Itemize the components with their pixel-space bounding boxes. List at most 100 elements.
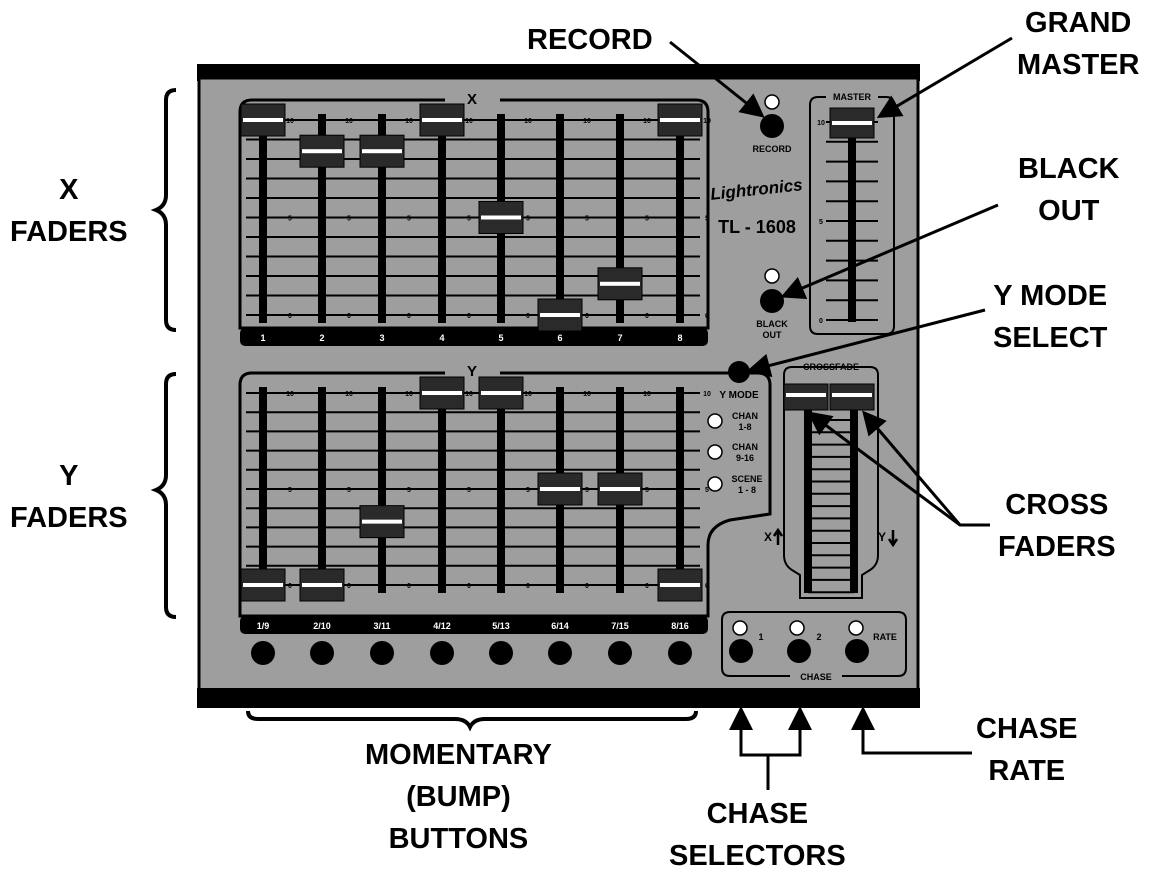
y-scale-label: 0 [288, 583, 292, 590]
callout-black-out-line1: BLACK [1018, 153, 1120, 185]
y-scale-label: 5 [645, 487, 649, 494]
callout-chase-selectors-line2: SELECTORS [669, 840, 846, 872]
y-fader-7[interactable] [597, 472, 643, 506]
y-track-4 [438, 387, 446, 593]
callout-record-text: RECORD [527, 24, 653, 56]
x-fader-7[interactable] [597, 267, 643, 301]
y-scale-label: 10 [405, 391, 413, 398]
y-fader-3[interactable] [359, 505, 405, 539]
x-scale-label: 10 [703, 118, 711, 125]
bump-button-row [251, 641, 692, 665]
y-fader-2[interactable] [299, 568, 345, 602]
callout-black-out-line2: OUT [1038, 195, 1100, 227]
bump-button-4[interactable] [430, 641, 454, 665]
callout-momentary-buttons: MOMENTARY (BUMP) BUTTONS [365, 734, 552, 860]
x-scale-label: 5 [288, 216, 292, 223]
callout-y-faders-line2: FADERS [10, 502, 128, 534]
master-scale-label: 0 [819, 318, 823, 325]
y-scale-label: 10 [465, 391, 473, 398]
y-scale-label: 0 [645, 583, 649, 590]
callout-cross-faders-line1: CROSS [1005, 489, 1109, 521]
master-scale-label: 5 [819, 219, 823, 226]
y-channel-label-7: 7/15 [611, 621, 629, 631]
blackout-label-line2: OUT [763, 330, 783, 340]
y-channel-label-4: 4/12 [433, 621, 451, 631]
crossfade-x-fader[interactable] [783, 383, 829, 411]
x-scale-label: 0 [585, 313, 589, 320]
y-scale-label: 0 [467, 583, 471, 590]
bump-button-3[interactable] [370, 641, 394, 665]
ymode-option-3-line2: 1 - 8 [738, 485, 756, 495]
crossfade-y-fader[interactable] [829, 383, 875, 411]
console-bottom-bar [197, 688, 920, 708]
x-track-2 [318, 114, 326, 323]
ymode-option-chan-9-16: CHAN 9-16 [707, 442, 758, 463]
chase-selectors-arrow-1 [729, 706, 770, 790]
bump-button-5[interactable] [489, 641, 513, 665]
ymode-led-2 [707, 444, 723, 460]
master-fader-cap[interactable] [829, 107, 875, 139]
y-channel-label-strip [240, 616, 708, 634]
x-scale-label: 0 [347, 313, 351, 320]
x-fader-4[interactable] [419, 103, 465, 137]
ymode-button[interactable] [728, 361, 750, 383]
y-channel-label-8: 8/16 [671, 621, 689, 631]
callout-y-mode-select-line1: Y MODE [993, 280, 1108, 312]
y-fader-6[interactable] [537, 472, 583, 506]
ymode-option-chan-1-8: CHAN 1-8 [707, 411, 758, 432]
bump-button-2[interactable] [310, 641, 334, 665]
x-scale-label: 0 [526, 313, 530, 320]
bump-button-8[interactable] [668, 641, 692, 665]
x-scale-label: 10 [286, 118, 294, 125]
callout-y-mode-select: Y MODE SELECT [993, 275, 1107, 359]
x-fader-5[interactable] [478, 201, 524, 234]
callout-cross-faders: CROSS FADERS [998, 484, 1116, 568]
black-out-arrow [780, 203, 999, 300]
x-fader-1[interactable] [240, 103, 286, 137]
chase-2-button[interactable] [787, 639, 811, 663]
chase-rate-label: RATE [873, 632, 897, 642]
x-channel-label-2: 2 [319, 333, 324, 343]
crossfade-y-down-arrow-icon [887, 530, 899, 548]
y-track-2 [318, 387, 326, 593]
crossfade-x-label: X [764, 530, 772, 544]
x-fader-8[interactable] [657, 103, 703, 137]
bump-button-6[interactable] [548, 641, 572, 665]
y-scale-label: 5 [705, 487, 709, 494]
ymode-led-3 [707, 476, 723, 492]
y-fader-8[interactable] [657, 568, 703, 602]
y-fader-1[interactable] [240, 568, 286, 602]
y-scale-label: 5 [288, 487, 292, 494]
x-scale-label: 10 [643, 118, 651, 125]
x-scale-label: 5 [526, 216, 530, 223]
record-button[interactable] [760, 114, 784, 138]
ymode-label: Y MODE [719, 390, 759, 401]
y-mode-select-arrow [746, 308, 986, 378]
y-fader-5[interactable] [478, 376, 524, 410]
callout-y-faders: Y FADERS [10, 455, 128, 539]
x-fader-3[interactable] [359, 134, 405, 168]
chase-rate-button[interactable] [845, 639, 869, 663]
blackout-label-line1: BLACK [756, 319, 788, 329]
x-scale-label: 0 [705, 313, 709, 320]
callout-chase-rate: CHASE RATE [976, 708, 1078, 792]
y-section-label: Y [467, 363, 477, 380]
bump-button-1[interactable] [251, 641, 275, 665]
callout-grand-master-line1: GRAND [1025, 7, 1132, 39]
model-name: TL - 1608 [718, 217, 796, 237]
x-track-4 [438, 114, 446, 323]
x-scale-label: 0 [407, 313, 411, 320]
y-scale-label: 5 [585, 487, 589, 494]
y-fader-4[interactable] [419, 376, 465, 410]
x-scale-label: 10 [345, 118, 353, 125]
bump-button-7[interactable] [608, 641, 632, 665]
chase-selectors-arrow-2 [768, 706, 812, 757]
x-fader-2[interactable] [299, 134, 345, 168]
crossfade-x-track [804, 405, 812, 593]
blackout-button[interactable] [760, 289, 784, 313]
chase-1-button[interactable] [729, 639, 753, 663]
x-fader-6[interactable] [537, 298, 583, 332]
grand-master-arrow [876, 36, 1013, 119]
